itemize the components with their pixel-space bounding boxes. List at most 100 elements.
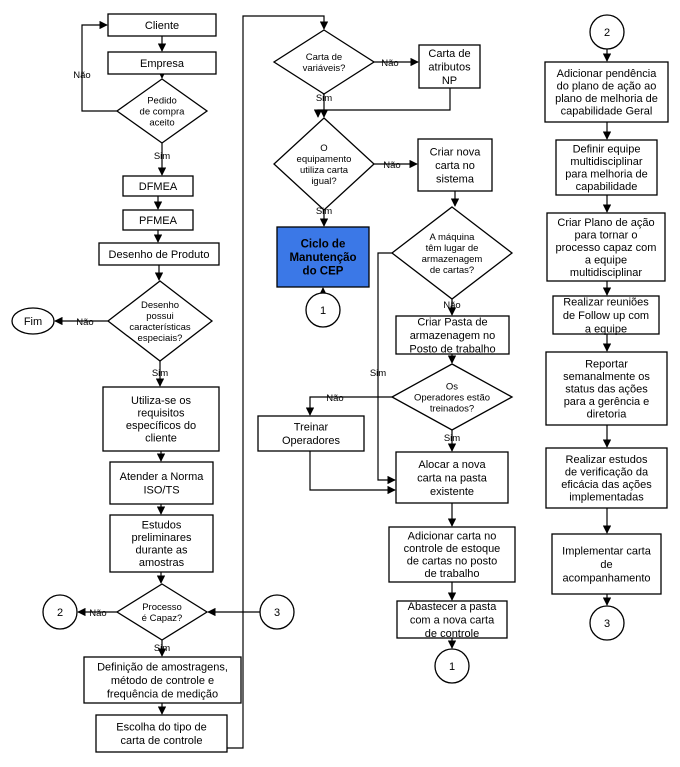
desenho-possui-text: especiais? xyxy=(138,333,183,344)
pfmea-process: PFMEA xyxy=(122,209,194,231)
estudos-verif-text: eficácia das ações xyxy=(561,479,652,491)
estudos-shape xyxy=(109,514,214,573)
alocar-text: carta na pasta xyxy=(417,472,488,484)
edge-label-sim-desenho: Sim xyxy=(152,368,168,379)
equip-text: O xyxy=(320,143,327,154)
adicionar-pend-shape xyxy=(544,61,669,123)
ciclo-text: Ciclo de xyxy=(301,239,346,251)
abastecer-text: Abastecer a pasta xyxy=(408,601,498,613)
ciclo-text: Manutenção xyxy=(289,252,356,264)
carta-atrib-text: atributos xyxy=(428,61,471,73)
empresa-shape xyxy=(107,51,217,75)
edge-maquina-sim-alocar xyxy=(377,252,396,485)
conn3-mid-text: 3 xyxy=(274,607,280,619)
carta-var-text: Carta de xyxy=(306,52,342,63)
conn2-top-shape xyxy=(589,14,625,50)
definir-equipe-text: para melhoria de xyxy=(565,169,648,181)
carta-var-shape xyxy=(272,29,376,95)
fim-shape xyxy=(11,307,55,335)
estudos-verif-text: de verificação da xyxy=(565,467,649,479)
adicionar-carta-text: controle de estoque xyxy=(404,543,501,555)
carta-atrib-text: NP xyxy=(442,75,457,87)
definicao-shape xyxy=(83,656,242,704)
criar-plano-text: para tornar o xyxy=(575,229,638,241)
edge-label-nao-desenho: Não xyxy=(76,317,93,328)
implementar-text: de xyxy=(600,559,612,571)
definir-equipe-text: Definir equipe xyxy=(573,144,641,156)
estudos-text: amostras xyxy=(139,557,185,569)
edge-label-sim-equip: Sim xyxy=(316,206,332,217)
alocar-text: Alocar a nova xyxy=(418,459,486,471)
abastecer-text: com a nova carta xyxy=(410,614,495,626)
desenho-process: Desenho de Produto xyxy=(98,242,220,266)
reunioes-text: a equipe xyxy=(585,323,627,335)
edge-escolha-carta-var xyxy=(227,15,329,749)
edge-pedido-no-loop xyxy=(81,20,117,112)
atender-text: ISO/TS xyxy=(143,485,179,497)
criar-plano-text: Criar Plano de ação xyxy=(557,217,654,229)
atender-text: Atender a Norma xyxy=(120,471,205,483)
criar-carta-text: Criar nova xyxy=(430,146,482,158)
definir-equipe-shape xyxy=(555,139,658,196)
operadores-text: treinados? xyxy=(430,403,474,414)
estudos-text: Estudos xyxy=(142,520,182,532)
definicao-text: método de controle e xyxy=(111,675,214,687)
atender-shape xyxy=(109,461,214,505)
treinar-shape xyxy=(257,415,365,452)
edge-label-sim-processo: Sim xyxy=(154,643,170,654)
criar-plano-text: processo capaz com xyxy=(556,242,657,254)
definicao-text: Definição de amostragens, xyxy=(97,661,228,673)
reunioes-text: Realizar reuniões xyxy=(563,296,649,308)
utiliza-text: específicos do xyxy=(126,420,196,432)
conn1-bottom-shape xyxy=(434,648,470,684)
conn3-bottom-connector: 3 xyxy=(589,605,625,641)
maquina-text: de cartas? xyxy=(430,265,474,276)
estudos-verif-text: implementadas xyxy=(569,492,644,504)
treinar-text: Treinar xyxy=(294,422,329,434)
criar-pasta-text: armazenagem no xyxy=(410,330,496,342)
criar-carta-shape xyxy=(417,138,493,192)
ciclo-shape xyxy=(276,226,370,288)
definicao-text: frequência de medição xyxy=(107,688,218,700)
conn2-top-connector: 2 xyxy=(589,14,625,50)
ciclo-text: do CEP xyxy=(303,266,344,278)
reunioes-shape xyxy=(552,295,660,335)
conn2-left-shape xyxy=(42,594,78,630)
conn1-mid-text: 1 xyxy=(320,305,326,317)
dfmea-text: DFMEA xyxy=(139,181,178,193)
utiliza-shape xyxy=(102,386,220,452)
connectors xyxy=(54,15,612,749)
definir-equipe-text: capabilidade xyxy=(576,181,638,193)
criar-plano-text: a equipe xyxy=(585,254,627,266)
cliente-shape xyxy=(107,13,217,37)
adicionar-pend-text: Adicionar pendência xyxy=(557,68,658,80)
conn2-left-connector: 2 xyxy=(42,594,78,630)
pfmea-shape xyxy=(122,209,194,231)
conn1-mid-shape xyxy=(305,292,341,328)
operadores-shape xyxy=(390,363,514,431)
reportar-text: para a gerência e xyxy=(564,396,650,408)
cliente-process: Cliente xyxy=(107,13,217,37)
criar-pasta-text: Criar Pasta de xyxy=(417,316,487,328)
adicionar-carta-text: de cartas no posto xyxy=(407,556,498,568)
reportar-text: semanalmente os xyxy=(563,371,650,383)
pfmea-text: PFMEA xyxy=(139,215,178,227)
edge-label-sim-operadores: Sim xyxy=(444,433,460,444)
escolha-shape xyxy=(95,714,228,753)
empresa-text: Empresa xyxy=(140,58,185,70)
criar-pasta-shape xyxy=(395,315,510,355)
edge-operadores-treinar xyxy=(305,396,392,416)
